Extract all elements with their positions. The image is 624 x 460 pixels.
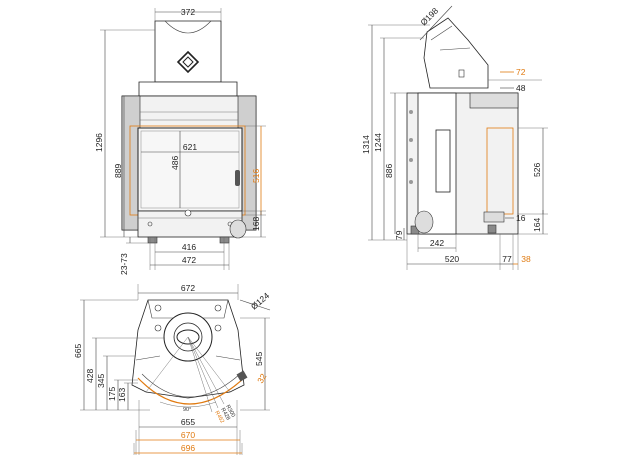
dim-plan-175: 175 bbox=[107, 387, 117, 401]
dim-front-372: 372 bbox=[181, 7, 195, 17]
dim-side-1244: 1244 bbox=[373, 133, 383, 152]
plan-r428: R428 bbox=[219, 407, 231, 421]
front-view: 372 1296 889 621 486 516 168 416 472 bbox=[94, 7, 266, 275]
dim-side-48: 48 bbox=[516, 83, 526, 93]
dim-front-516: 516 bbox=[251, 169, 261, 183]
side-view: Ø198 1314 1244 886 79 72 48 526 16 bbox=[361, 5, 548, 270]
dim-front-621: 621 bbox=[183, 142, 197, 152]
front-transition bbox=[138, 81, 238, 97]
plan-r452: R452 bbox=[213, 410, 225, 424]
dim-front-889: 889 bbox=[113, 164, 123, 178]
dim-plan-32: 32 bbox=[255, 372, 269, 385]
dim-side-164: 164 bbox=[532, 218, 542, 232]
dim-side-77: 77 bbox=[502, 254, 512, 264]
dim-plan-655: 655 bbox=[181, 417, 195, 427]
side-flue-pipe bbox=[423, 17, 489, 89]
front-foot-left bbox=[147, 236, 158, 244]
dim-plan-665: 665 bbox=[73, 344, 83, 358]
front-glass bbox=[137, 127, 243, 212]
front-side-panel-left bbox=[121, 95, 141, 231]
front-door-handle bbox=[235, 170, 240, 186]
front-foot-right bbox=[219, 236, 230, 244]
dim-plan-163: 163 bbox=[117, 388, 127, 402]
dim-side-d198: Ø198 bbox=[418, 5, 440, 27]
dim-side-38: 38 bbox=[521, 254, 531, 264]
dim-plan-345: 345 bbox=[96, 374, 106, 388]
side-air-inlet bbox=[414, 210, 434, 234]
dim-front-1296: 1296 bbox=[94, 133, 104, 152]
dim-plan-545: 545 bbox=[254, 352, 264, 366]
dim-side-79: 79 bbox=[394, 230, 404, 240]
side-slot bbox=[435, 129, 451, 193]
dim-plan-672: 672 bbox=[181, 283, 195, 293]
dim-front-472: 472 bbox=[182, 255, 196, 265]
front-air-inlet bbox=[229, 219, 247, 239]
dim-front-416: 416 bbox=[182, 242, 196, 252]
dim-side-526: 526 bbox=[532, 163, 542, 177]
dim-plan-d124: Ø124 bbox=[249, 290, 272, 311]
dim-front-23-73: 23-73 bbox=[119, 253, 129, 275]
dim-side-242: 242 bbox=[430, 238, 444, 248]
dim-side-16: 16 bbox=[516, 213, 526, 223]
plan-view: 90° R300 R428 R452 672 Ø124 665 428 345 … bbox=[73, 283, 271, 455]
side-foot-front bbox=[487, 224, 497, 234]
front-flue-collar bbox=[164, 20, 212, 34]
dim-front-486: 486 bbox=[170, 156, 180, 170]
dim-side-72: 72 bbox=[516, 67, 526, 77]
dim-plan-428: 428 bbox=[85, 369, 95, 383]
plan-angle: 90° bbox=[183, 407, 191, 413]
dim-side-1314: 1314 bbox=[361, 135, 371, 154]
dim-side-886: 886 bbox=[384, 164, 394, 178]
dim-front-168: 168 bbox=[251, 217, 261, 231]
dim-side-520: 520 bbox=[445, 254, 459, 264]
plan-r300: R300 bbox=[224, 404, 236, 418]
plan-handle bbox=[236, 370, 248, 382]
front-logo-diamond-inner bbox=[182, 56, 194, 68]
dim-plan-670: 670 bbox=[181, 430, 195, 440]
dim-plan-696: 696 bbox=[181, 443, 195, 453]
